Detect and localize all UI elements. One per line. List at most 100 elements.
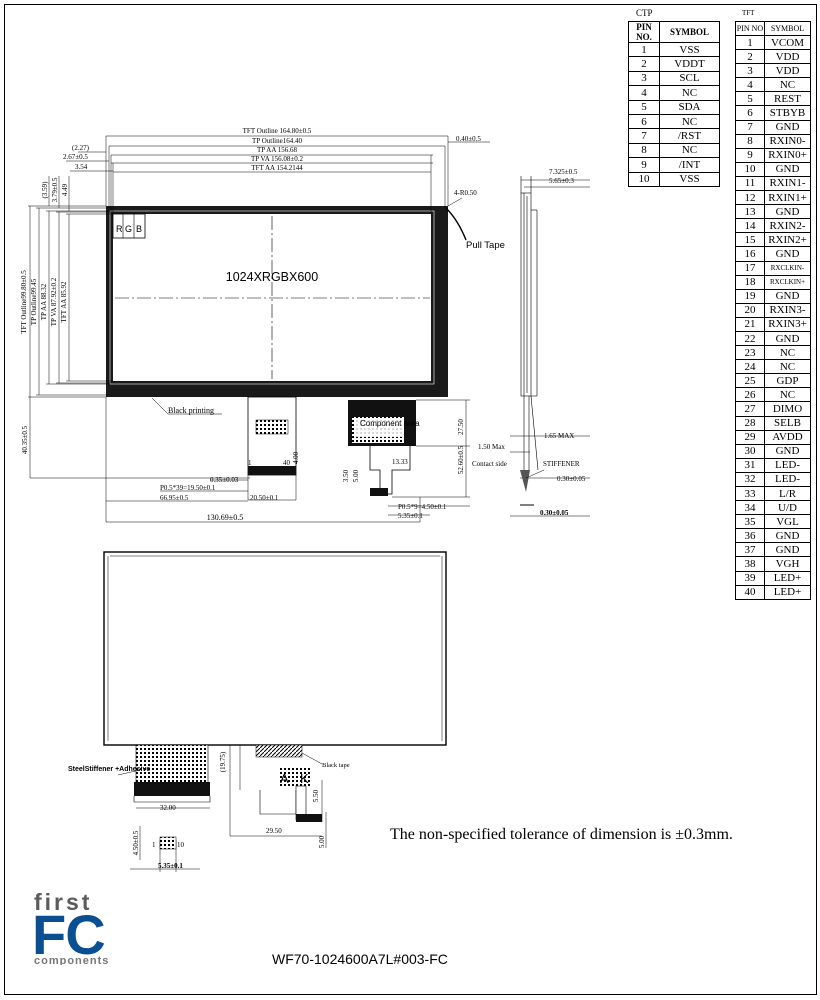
- tft-pin-symbol: LED-: [764, 471, 811, 488]
- tft-pin-symbol: LED+: [764, 584, 811, 600]
- dim-5-00-back: 5.00: [318, 835, 326, 848]
- tft-pin-number: 2: [735, 49, 765, 65]
- dim-fpc-height: 40.35±0.5: [21, 425, 29, 454]
- logo-components: components: [34, 955, 110, 965]
- tft-pin-number: 25: [735, 373, 765, 389]
- tft-pin-number: 22: [735, 330, 765, 347]
- tft-pin-number: 4: [735, 77, 765, 93]
- back-view: SteelStiffener +Adhesive 32.00 Black tap…: [68, 551, 447, 872]
- ctp-header-symbol: SYMBOL: [659, 21, 720, 43]
- ctp-row: 9/INT: [628, 157, 720, 173]
- dim-tp-aa-width: TP AA 156.68: [257, 146, 297, 154]
- dim-left-offset-3: 3.54: [75, 163, 88, 171]
- ctp-table-caption: CTP: [636, 8, 653, 18]
- tft-pin-symbol: AVDD: [764, 429, 811, 445]
- tft-pin-number: 16: [735, 246, 765, 262]
- tft-pin-symbol: RXIN3-: [764, 302, 811, 318]
- tft-fpc-stiffener: [255, 419, 289, 435]
- dim-1-50-max: 1.50 Max: [478, 443, 505, 451]
- dim-right-offset: 0.40±0.5: [456, 135, 481, 143]
- tft-fpc-pin-1: 1: [248, 459, 252, 467]
- dim-5-35-front: 5.35±0.1: [398, 512, 423, 520]
- tft-pin-symbol: NC: [764, 387, 811, 403]
- pull-tape-label: Pull Tape: [466, 240, 505, 251]
- detail-letter-k: K: [300, 771, 309, 786]
- ctp-header-pin: PIN NO.: [628, 21, 660, 43]
- ctp-connector: [159, 836, 177, 850]
- ctp-pin-symbol: VSS: [659, 41, 720, 58]
- tft-pin-symbol: DIMO: [764, 401, 811, 417]
- tft-pin-number: 8: [735, 133, 765, 149]
- dim-66-95: 66.95±0.5: [160, 494, 189, 502]
- tft-pin-symbol: GND: [764, 330, 811, 347]
- tft-pin-number: 13: [735, 204, 765, 220]
- tft-header-pin: PIN NO: [735, 21, 765, 36]
- tft-pin-number: 11: [735, 175, 765, 192]
- tft-pin-number: 3: [735, 63, 765, 79]
- tft-pin-number: 32: [735, 471, 765, 488]
- dim-5-50: 5.50: [312, 789, 320, 802]
- tft-pin-symbol: NC: [764, 77, 811, 93]
- detail-letter-a: A: [280, 771, 289, 786]
- tft-pin-number: 40: [735, 584, 765, 600]
- dim-4-00: 4.00: [292, 451, 300, 464]
- rgb-g: G: [125, 224, 132, 234]
- tft-pin-number: 35: [735, 514, 765, 530]
- dim-top-offset-1: (3.59): [41, 181, 49, 199]
- ctp-pin-number: 7: [628, 128, 660, 144]
- tft-pin-symbol: GND: [764, 161, 811, 177]
- tft-pin-number: 33: [735, 485, 765, 502]
- tft-pin-number: 5: [735, 91, 765, 107]
- black-tape-label: Black tape: [322, 762, 350, 769]
- dim-tp-va-height: TP VA 87.92±0.2: [50, 277, 58, 326]
- tft-pin-symbol: RXCLKIN-: [764, 260, 811, 276]
- side-view: 7.325±0.5 5.65±0.3 1.50 Max 1.65 MAX Con…: [472, 168, 590, 517]
- dim-0-35: 0.35±0.03: [210, 476, 239, 484]
- tft-pin-symbol: SELB: [764, 415, 811, 431]
- rgb-box: [112, 213, 146, 239]
- tft-pin-number: 18: [735, 274, 765, 290]
- tft-pin-number: 1: [735, 34, 765, 51]
- tft-pin-number: 17: [735, 260, 765, 276]
- dim-5-35-back: 5.35±0.1: [158, 862, 183, 870]
- dim-1-65-max: 1.65 MAX: [544, 432, 574, 440]
- front-view: R G B 1024XRGBX600 TFT Outline 164: [20, 127, 505, 523]
- tft-pin-symbol: RXIN0+: [764, 147, 811, 163]
- tft-pin-number: 19: [735, 288, 765, 304]
- logo-fc: FC: [32, 903, 106, 966]
- tft-fpc-pin-40: 40: [283, 459, 291, 467]
- tft-pin-number: 20: [735, 302, 765, 318]
- tft-pin-symbol: GND: [764, 204, 811, 220]
- tft-pin-symbol: RXIN0-: [764, 133, 811, 149]
- tft-pin-number: 38: [735, 556, 765, 572]
- tft-header-row: PIN NO SYMBOL: [735, 21, 811, 36]
- dim-0-30-b: 0.30±0.05: [540, 509, 569, 517]
- ctp-pin-symbol: SDA: [659, 99, 720, 115]
- tft-pin-number: 9: [735, 147, 765, 163]
- dim-19-75: (19.75): [219, 751, 227, 772]
- tft-pin-symbol: GND: [764, 528, 811, 544]
- dim-ctp-pitch: P0.5*9=4.50±0.1: [398, 503, 447, 511]
- back-panel: [103, 551, 447, 746]
- dim-0-30-a: 0.30±0.05: [557, 475, 586, 483]
- ctp-fpc-tail: [369, 446, 411, 495]
